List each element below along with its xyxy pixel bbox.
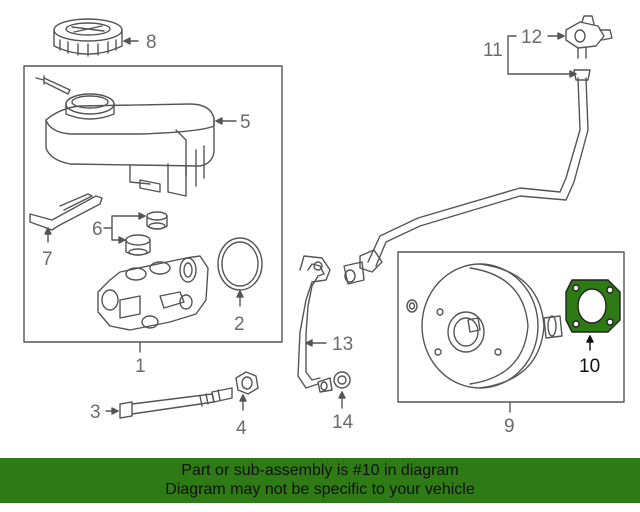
callout-5: 5	[240, 112, 251, 133]
callout-6: 6	[92, 219, 103, 240]
grommet-part	[125, 211, 168, 256]
banner-line-2: Diagram may not be specific to your vehi…	[165, 481, 475, 498]
bracket-part	[29, 193, 103, 231]
banner-line-1: Part or sub-assembly is #10 in diagram	[181, 462, 459, 479]
brake-booster-part	[406, 263, 563, 389]
callout-3: 3	[90, 402, 101, 423]
callout-8: 8	[146, 32, 157, 53]
o-ring-part	[217, 237, 263, 291]
gasket-part-highlighted	[565, 279, 621, 333]
bolt-part	[119, 387, 233, 419]
washer-part	[333, 371, 351, 389]
parts-diagram: 8 5 6 7 2 1 3 4 13 14 11 12 9 10	[23, 15, 625, 439]
callout-9: 9	[504, 416, 515, 437]
info-banner: Part or sub-assembly is #10 in diagram D…	[0, 458, 640, 503]
callout-14: 14	[332, 412, 354, 433]
reservoir-part	[45, 93, 215, 197]
vacuum-hose-part	[343, 69, 591, 285]
brake-booster-box	[397, 251, 625, 403]
callout-13: 13	[332, 334, 353, 355]
check-valve-part	[565, 15, 613, 59]
callout-12: 12	[521, 27, 542, 48]
nut-part	[235, 371, 259, 395]
reservoir-cap-part	[53, 18, 123, 57]
sensor-pin-part	[35, 75, 71, 95]
vacuum-line-part	[297, 255, 333, 393]
callout-1: 1	[135, 356, 146, 377]
callout-7: 7	[42, 249, 53, 270]
callout-11: 11	[483, 40, 503, 61]
callout-4: 4	[236, 418, 247, 439]
leader-11	[507, 35, 577, 75]
callout-10: 10	[579, 356, 600, 377]
callout-2: 2	[234, 314, 245, 335]
master-cylinder-box	[23, 65, 283, 343]
master-cylinder-part	[97, 255, 209, 331]
